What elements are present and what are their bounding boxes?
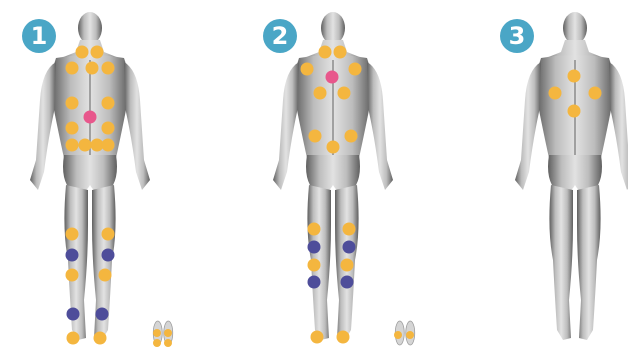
pressure-point-dot bbox=[327, 141, 340, 154]
pressure-point-dot bbox=[343, 241, 356, 254]
pressure-point-dot bbox=[309, 130, 322, 143]
pressure-point-dot bbox=[341, 259, 354, 272]
pressure-point-dot bbox=[66, 122, 79, 135]
pressure-point-dot bbox=[394, 331, 402, 339]
pressure-point-dot bbox=[308, 276, 321, 289]
pressure-point-dot bbox=[66, 139, 79, 152]
pressure-point-dot bbox=[308, 259, 321, 272]
pressure-point-dot bbox=[67, 308, 80, 321]
pressure-point-dot bbox=[568, 105, 581, 118]
human-back-muscle-figure-icon bbox=[515, 12, 628, 340]
pressure-point-dot bbox=[406, 331, 414, 339]
pressure-point-dot bbox=[76, 46, 89, 59]
pressure-point-dot bbox=[102, 62, 115, 75]
pressure-point-dot bbox=[153, 329, 161, 337]
human-back-muscle-figure-icon bbox=[273, 12, 393, 340]
pressure-point-dot bbox=[66, 62, 79, 75]
pressure-point-dot bbox=[102, 122, 115, 135]
pressure-point-dot bbox=[549, 87, 562, 100]
pressure-point-dot bbox=[99, 269, 112, 282]
pressure-point-dot bbox=[66, 228, 79, 241]
pressure-point-dot bbox=[349, 63, 362, 76]
pressure-point-dot bbox=[66, 269, 79, 282]
pressure-point-dot bbox=[308, 241, 321, 254]
pressure-point-dot bbox=[589, 87, 602, 100]
pressure-point-dot bbox=[67, 332, 80, 345]
pressure-point-dot bbox=[102, 97, 115, 110]
pressure-point-dot bbox=[102, 139, 115, 152]
pressure-point-dot bbox=[102, 228, 115, 241]
pressure-point-dot bbox=[337, 331, 350, 344]
pressure-point-dot bbox=[102, 249, 115, 262]
pressure-point-dot bbox=[568, 70, 581, 83]
human-back-muscle-figure-icon bbox=[30, 12, 150, 340]
pressure-point-dot bbox=[79, 139, 92, 152]
pressure-point-dot bbox=[311, 331, 324, 344]
pressure-point-dot bbox=[308, 223, 321, 236]
pressure-point-dot bbox=[96, 308, 109, 321]
pressure-point-dot bbox=[164, 329, 172, 337]
pressure-point-dot bbox=[343, 223, 356, 236]
pressure-point-dot bbox=[164, 339, 172, 347]
pressure-point-dot bbox=[66, 97, 79, 110]
pressure-point-dot bbox=[334, 46, 347, 59]
pressure-point-dot bbox=[326, 71, 339, 84]
pressure-point-dot bbox=[314, 87, 327, 100]
pressure-point-dot bbox=[319, 46, 332, 59]
pressure-point-dot bbox=[345, 130, 358, 143]
pressure-point-dot bbox=[301, 63, 314, 76]
pressure-point-dot bbox=[338, 87, 351, 100]
pressure-point-dot bbox=[91, 46, 104, 59]
pressure-point-dot bbox=[66, 249, 79, 262]
pressure-point-dot bbox=[94, 332, 107, 345]
pressure-point-dot bbox=[341, 276, 354, 289]
pressure-point-dot bbox=[153, 339, 161, 347]
pressure-point-dot bbox=[84, 111, 97, 124]
pressure-point-dot bbox=[86, 62, 99, 75]
